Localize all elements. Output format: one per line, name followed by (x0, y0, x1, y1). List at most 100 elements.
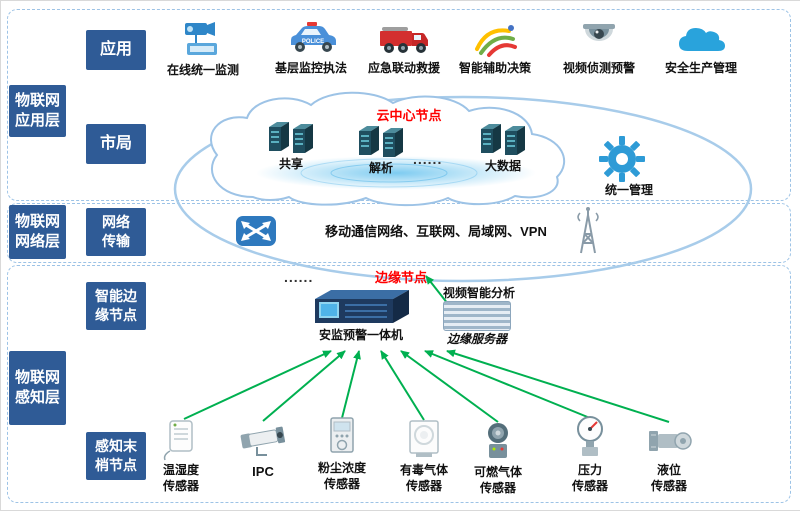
cloud-glow (256, 156, 536, 190)
sensor-label-line2: 传感器 (323, 477, 360, 491)
sensor-label-line2: 传感器 (162, 479, 199, 493)
fire-truck-icon (380, 27, 428, 53)
comms-tower (567, 205, 609, 260)
edge-machine-label: 安监预警一体机 (318, 328, 403, 342)
layer-label-network-line1: 物联网 (14, 212, 60, 230)
edge-node-title: 边缘节点 (374, 270, 427, 285)
temp-humidity-sensor-icon (163, 420, 193, 461)
dust-sensor-icon (330, 417, 354, 453)
unified-management (598, 135, 646, 188)
sensor-label-line2: 传感器 (479, 481, 516, 495)
sensor-ipc: IPC (223, 423, 303, 481)
network-transport-text: 移动通信网络、互联网、局域网、VPN (325, 224, 547, 239)
sensor-label-line2: 传感器 (650, 479, 687, 493)
cloud-node-label: 共享 (278, 157, 303, 171)
network-switch (233, 208, 279, 259)
app-item-decision-support: 智能辅助决策 (440, 19, 550, 75)
sensor-label-line1: 可燃气体 (473, 465, 522, 479)
perception-layer-region (7, 265, 791, 503)
decision-swirl-icon (475, 25, 517, 57)
app-item-safety-management: 安全生产管理 (646, 21, 756, 75)
app-item-label: 应急联动救援 (367, 61, 440, 75)
cloud-node-share: 共享 (259, 119, 323, 171)
server-icon (359, 126, 403, 157)
sensor-uplink-arrows (183, 275, 670, 423)
layer-label-perception-line2: 感知层 (14, 389, 60, 406)
layer-label-perception-line1: 物联网 (14, 368, 60, 386)
app-item-label: 在线统一监测 (166, 63, 239, 77)
side-label-edge-node: 智能边 缘节点 (86, 282, 146, 330)
edge-server-label: 边缘服务器 (446, 332, 507, 346)
sensor-label-line1: IPC (252, 464, 274, 479)
cloud-node-bigdata: 大数据 (467, 121, 539, 173)
cloud-node-label: 解析 (368, 161, 393, 175)
server-icon (269, 122, 313, 153)
side-label-bureau-text: 市局 (99, 135, 132, 153)
sensor-combustible-gas: 可燃气体 传感器 (458, 419, 538, 495)
layer-label-perception: 物联网 感知层 (9, 351, 66, 425)
sensor-dust: 粉尘浓度 传感器 (302, 415, 382, 491)
gear-icon (599, 136, 645, 182)
side-label-network-transport-line2: 传输 (102, 233, 130, 249)
cloud-ripple-inner (330, 163, 448, 183)
layer-label-application-line2: 应用层 (14, 112, 60, 129)
online-monitoring-icon (185, 22, 217, 55)
sensor-pressure: 压力 传感器 (550, 415, 630, 493)
app-item-label: 视频侦测预警 (562, 61, 635, 75)
server-icon (481, 124, 525, 155)
sensor-liquid-level: 液位 传感器 (629, 421, 709, 493)
side-label-terminal-node-line1: 感知末 (95, 438, 137, 455)
side-label-edge-node-line2: 缘节点 (95, 307, 137, 323)
side-label-bureau: 市局 (86, 124, 146, 164)
sensor-label-line2: 传感器 (405, 479, 442, 493)
layer-label-application: 物联网 应用层 (9, 85, 66, 137)
side-label-application-text: 应用 (99, 41, 132, 59)
sensor-label-line1: 压力 (577, 463, 602, 477)
network-ring-ellipse (173, 95, 753, 283)
side-label-edge-node-line1: 智能边 (95, 288, 137, 305)
app-item-emergency-rescue: 应急联动救援 (349, 19, 459, 75)
pressure-sensor-icon (577, 416, 603, 456)
unified-management-label: 统一管理 (604, 183, 653, 197)
app-item-online-monitoring: 在线统一监测 (148, 19, 258, 77)
cloud-ellipsis: ...... (413, 151, 443, 167)
sensor-label-line1: 粉尘浓度 (317, 461, 366, 475)
side-label-network-transport: 网络 传输 (86, 208, 146, 256)
liquid-level-sensor-icon (649, 431, 692, 451)
sensor-label-line2: 传感器 (571, 479, 608, 493)
app-item-label: 安全生产管理 (664, 61, 737, 75)
layer-label-application-line1: 物联网 (14, 91, 60, 109)
side-label-network-transport-line1: 网络 (102, 214, 130, 231)
cloud-node-parse: 解析 (349, 123, 413, 175)
side-label-application: 应用 (86, 30, 146, 70)
app-item-label: 智能辅助决策 (458, 61, 531, 75)
sensor-toxic-gas: 有毒气体 传感器 (384, 417, 464, 493)
combustible-gas-sensor-icon (488, 423, 508, 458)
switch-icon (236, 216, 276, 246)
police-car-icon: POLICE (291, 22, 336, 52)
toxic-gas-sensor-icon (409, 420, 439, 457)
sensor-temp-humidity: 温湿度 传感器 (141, 417, 221, 493)
cloud-center-title: 云中心节点 (376, 108, 442, 123)
side-label-terminal-node: 感知末 梢节点 (86, 432, 146, 480)
sensor-label-line1: 液位 (656, 463, 681, 477)
cloud-ripple-outer (300, 158, 478, 188)
police-car-text: POLICE (302, 39, 324, 45)
edge-ellipsis: ...... (284, 269, 314, 285)
side-label-terminal-node-line2: 梢节点 (95, 457, 137, 473)
cloud-node-label: 大数据 (484, 159, 521, 173)
sensor-label-line1: 温湿度 (162, 463, 199, 477)
layer-label-network-line2: 网络层 (14, 233, 60, 250)
app-item-enforcement: POLICE 基层监控执法 (256, 19, 366, 75)
edge-machine-icon (315, 290, 409, 323)
app-item-video-warning: 视频侦测预警 (544, 19, 654, 75)
sensor-label-line1: 有毒气体 (399, 463, 448, 477)
edge-allinone-machine (309, 287, 413, 332)
ipc-camera-icon (240, 426, 286, 456)
video-analysis-label: 视频智能分析 (442, 286, 515, 300)
dome-camera-icon (583, 24, 615, 41)
cloud-icon (679, 28, 725, 51)
antenna-tower-icon (577, 207, 599, 254)
edge-server-icon (443, 301, 511, 331)
